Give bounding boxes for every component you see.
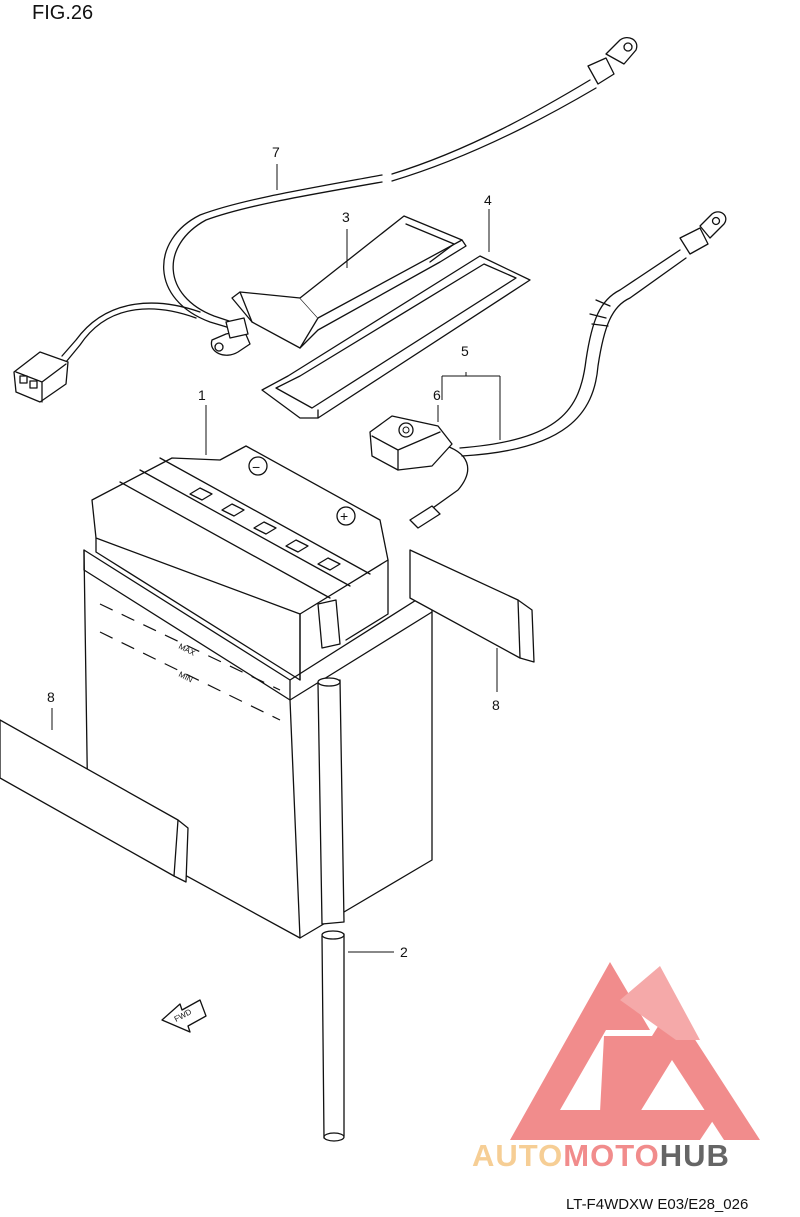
negative-cable <box>13 36 638 403</box>
model-code-label: LT-F4WDXW E03/E28_026 <box>566 1196 749 1213</box>
battery-strap-3 <box>231 215 467 349</box>
figure-title: FIG.26 <box>32 2 94 24</box>
pad-right <box>409 549 535 663</box>
callout-5: 5 <box>461 343 469 359</box>
callout-1: 1 <box>198 387 206 403</box>
callout-8-left: 8 <box>47 689 55 705</box>
callout-2: 2 <box>400 944 408 960</box>
callout-3: 3 <box>342 209 350 225</box>
svg-text:AUTOMOTOHUB: AUTOMOTOHUB <box>472 1138 730 1173</box>
fwd-arrow-icon: FWD <box>161 999 207 1033</box>
callout-4: 4 <box>484 192 492 208</box>
positive-sign: + <box>340 508 348 524</box>
callout-8-right: 8 <box>492 697 500 713</box>
leader-lines <box>51 164 501 953</box>
pad-left <box>0 719 189 883</box>
terminal-cover <box>369 415 453 471</box>
battery-strap-4 <box>261 255 531 419</box>
battery: − + MAX MIN <box>83 445 433 939</box>
callout-7: 7 <box>272 144 280 160</box>
positive-cable <box>409 211 727 529</box>
logo-text-moto: MOTO <box>563 1138 659 1173</box>
automotohub-logo: AUTOMOTOHUB <box>472 962 760 1173</box>
breather-hose <box>317 677 345 1142</box>
logo-text-auto: AUTO <box>472 1138 563 1173</box>
negative-sign: − <box>252 459 260 475</box>
callout-6: 6 <box>433 387 441 403</box>
logo-text-hub: HUB <box>660 1138 730 1173</box>
